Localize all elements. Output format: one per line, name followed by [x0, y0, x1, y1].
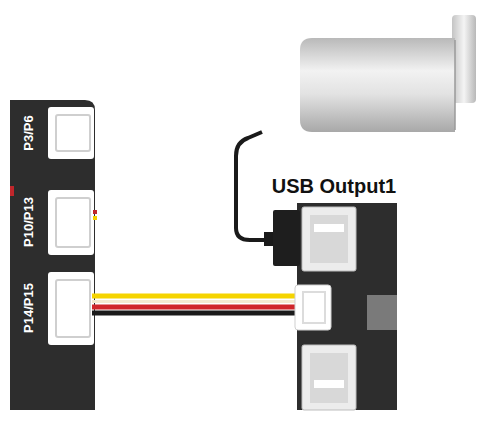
cable-plug: [295, 285, 331, 330]
usb-port: [302, 345, 356, 410]
pin-label: P3/P6: [22, 115, 35, 150]
signal-cable: [92, 296, 300, 313]
button: [367, 295, 397, 330]
pin-label: P10/P13: [22, 197, 35, 247]
board-mark: [10, 186, 14, 196]
controller-board: [10, 100, 95, 410]
pump-motor: [300, 15, 476, 132]
socket: [48, 107, 94, 159]
motor-cable: [236, 132, 268, 240]
pin-label: P14/P15: [22, 283, 35, 333]
usb-port: [302, 207, 356, 271]
port-label: USB Output1: [272, 176, 396, 196]
socket: [48, 190, 97, 255]
usb-plug: [264, 210, 300, 266]
socket: [48, 272, 94, 345]
